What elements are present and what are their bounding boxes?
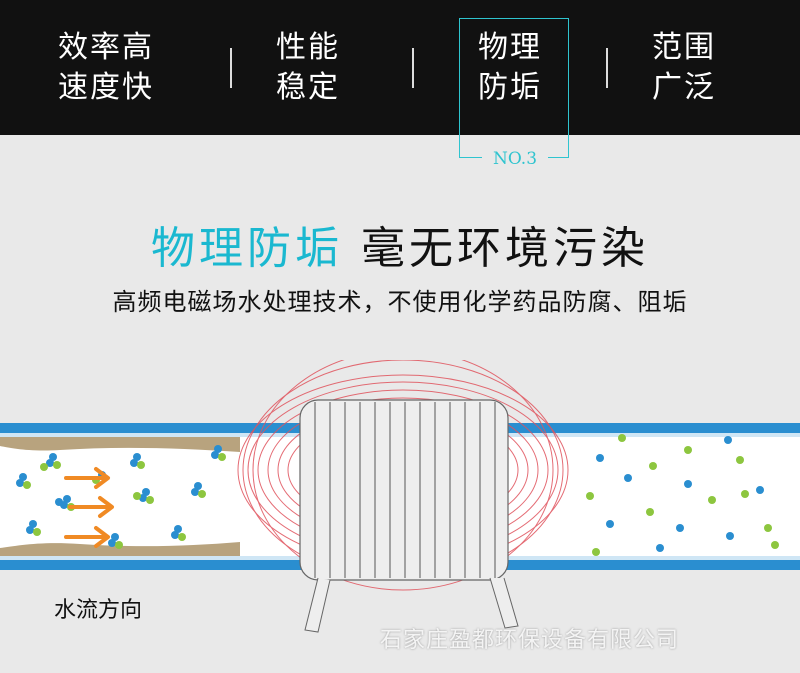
tab-efficiency[interactable]: 效率高 速度快 (58, 0, 188, 135)
tab-wide-range[interactable]: 范围 广泛 (652, 0, 752, 135)
tab-efficiency-label: 效率高 速度快 (58, 29, 154, 105)
tab-divider (412, 48, 414, 88)
scale-deposit-bottom (0, 542, 240, 556)
tab-stability-label: 性能 稳定 (276, 29, 340, 105)
flow-arrows-icon (64, 467, 114, 548)
subheadline: 高频电磁场水处理技术，不使用化学药品防腐、阻垢 (112, 288, 688, 316)
headline-main: 毫无环境污染 (361, 223, 649, 274)
tab-wide-range-label: 范围 广泛 (652, 29, 716, 105)
headline: 物理防垢 毫无环境污染 (0, 212, 800, 276)
molecule-clusters (16, 445, 226, 549)
active-tab-number: NO.3 (482, 148, 548, 170)
tab-stability[interactable]: 性能 稳定 (276, 0, 376, 135)
dispersed-particles (586, 434, 779, 556)
tab-divider (606, 48, 608, 88)
scale-deposit-top (0, 437, 240, 452)
tab-physical-antiscale[interactable]: 物理 防垢 (478, 0, 568, 135)
tab-divider (230, 48, 232, 88)
company-watermark: 石家庄盈都环保设备有限公司 (380, 628, 680, 653)
electromagnetic-coil (299, 399, 519, 633)
pipe-illustration (0, 360, 800, 633)
flow-direction-label: 水流方向 (54, 598, 143, 623)
headline-accent: 物理防垢 (151, 223, 343, 274)
top-feature-bar (0, 0, 800, 135)
tab-physical-antiscale-label: 物理 防垢 (478, 29, 542, 105)
